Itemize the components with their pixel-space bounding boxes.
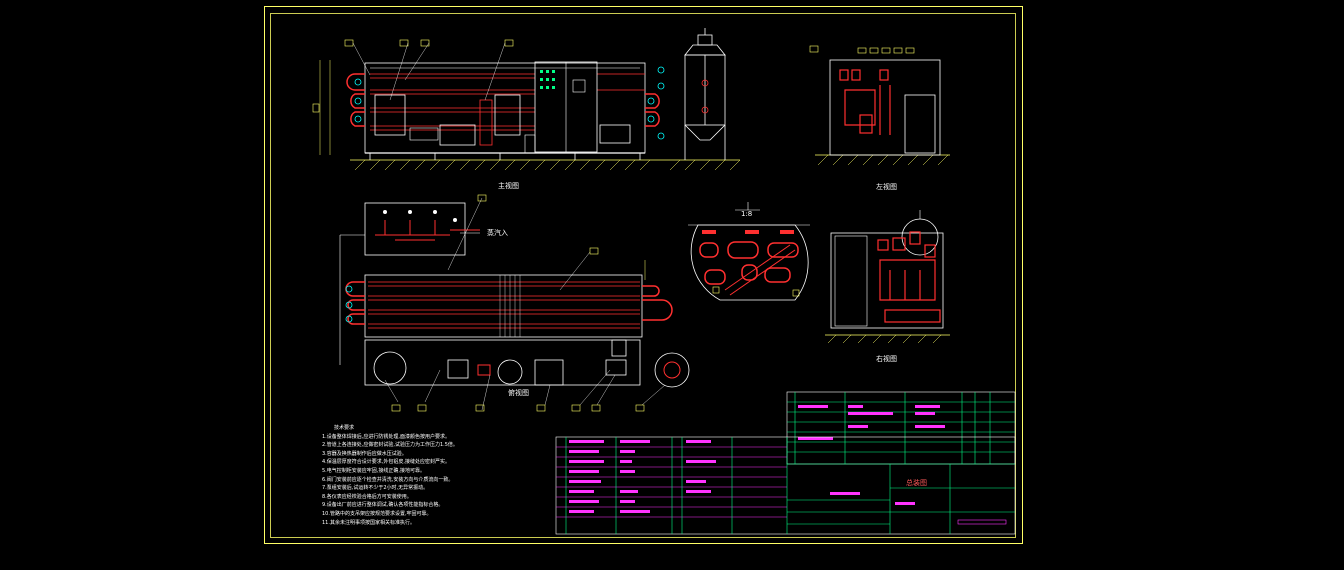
outer-frame [264, 6, 1023, 544]
note-line: 10.管路中的支吊架应按规范要求设置,牢固可靠。 [322, 510, 432, 517]
detail-view [688, 202, 810, 301]
note-line: 4.保温层厚度符合设计要求,外包铝皮,接缝处应密封严实。 [322, 459, 450, 466]
notes-title: 技术要求 [334, 425, 355, 431]
note-line: 11.其余未注明事项按国家相关标准执行。 [322, 519, 415, 526]
note-line: 5.电气控制柜安装应牢固,接线正确,接地可靠。 [322, 467, 425, 474]
technical-notes: 技术要求 1.设备整体焊接后,应进行防锈处理,面漆颜色按用户要求。 2.管道上各… [322, 424, 552, 527]
note-line: 2.管道上各连接处,应做密封试验,试验压力为工作压力1.5倍。 [322, 442, 458, 449]
note-line: 8.各仪表应经校验合格后方可安装使用。 [322, 493, 412, 500]
drawing-name: 总装图 [906, 479, 927, 487]
detail-ratio-label: 1:8 [741, 210, 753, 218]
inner-frame [270, 13, 1016, 538]
tower [684, 28, 726, 160]
note-line: 6.阀门安装前应逐个检查并清洗,安装方向与介质流向一致。 [322, 476, 454, 483]
note-line: 1.设备整体焊接后,应进行防锈处理,面漆颜色按用户要求。 [322, 433, 450, 440]
top-view [339, 194, 690, 412]
right-view-label: 右视图 [876, 355, 897, 363]
inlet-callout: 蒸汽入 [487, 229, 508, 237]
note-line: 7.泵组安装后,试运转不少于2小时,无异常振动。 [322, 485, 429, 492]
front-view [312, 39, 741, 171]
top-view-label: 俯视图 [508, 389, 529, 397]
left-view [809, 45, 950, 166]
front-view-label: 主视图 [498, 182, 519, 190]
note-line: 9.设备出厂前应进行整体调试,确认各项性能指标合格。 [322, 502, 444, 509]
right-view [825, 210, 950, 344]
left-view-label: 左视图 [876, 183, 897, 191]
bom-table [555, 391, 1016, 535]
note-line: 3.容器及换热器制作后应做水压试验。 [322, 450, 407, 457]
